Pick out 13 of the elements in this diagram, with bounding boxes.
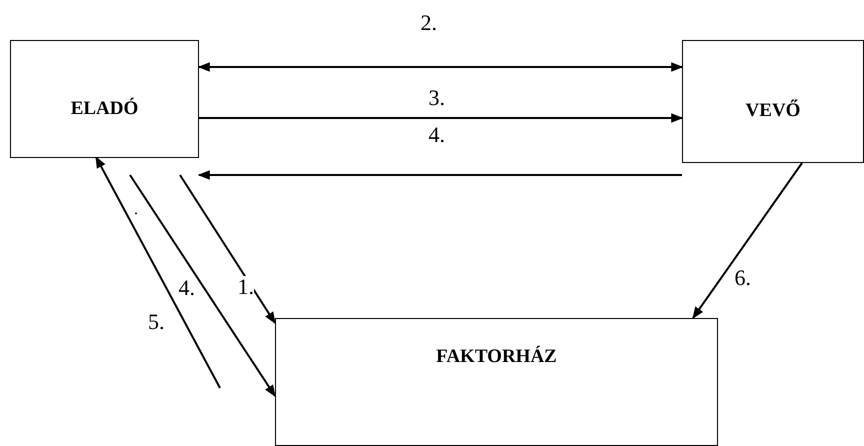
arrow — [95, 156, 221, 388]
node-label: VEVŐ — [746, 100, 800, 122]
node-label: ELADÓ — [70, 98, 138, 120]
arrow — [129, 174, 276, 397]
node-label: FAKTORHÁZ — [436, 346, 557, 368]
arrow — [179, 174, 276, 324]
arrow — [198, 170, 682, 180]
process-box — [275, 318, 718, 446]
process-box — [682, 40, 864, 163]
arrow — [198, 62, 684, 72]
arrow — [199, 113, 684, 123]
arrow — [692, 162, 803, 319]
process-box — [10, 40, 199, 158]
